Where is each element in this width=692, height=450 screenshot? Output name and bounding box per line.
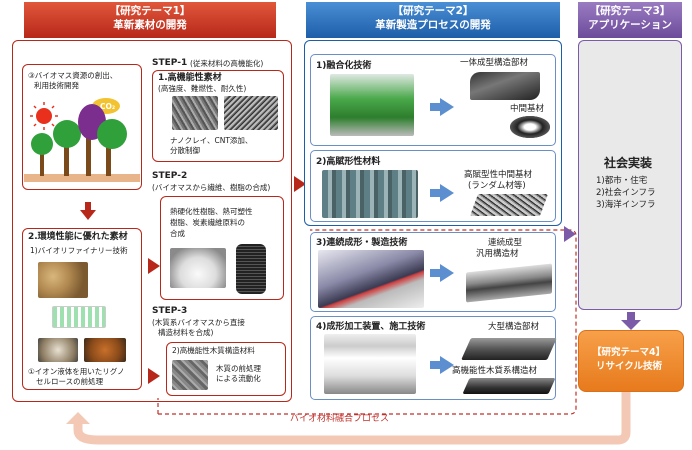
section-4-title: 4)成形加工装置、施工技術 xyxy=(316,322,426,332)
continuous-molding-photo xyxy=(318,250,424,308)
theme3-item-1: 1)都市・住宅 xyxy=(596,176,648,186)
env-note-line1: ①イオン液体を用いたリグノ xyxy=(28,367,125,376)
step1-title: STEP-1 xyxy=(152,58,188,68)
wood-material-photo xyxy=(172,360,208,390)
biomass-label-line2: 利用技術開発 xyxy=(34,81,79,90)
theme3-header-line1: 【研究テーマ3】 xyxy=(589,5,671,17)
large-structure-photo xyxy=(461,338,557,360)
right-arrow-2 xyxy=(148,368,160,384)
step2-subtitle: (バイオマスから繊維、樹脂の合成) xyxy=(152,183,271,192)
random-material-photo xyxy=(469,194,549,216)
theme4-header-line1: 【研究テーマ4】 xyxy=(592,347,666,358)
flask-array-photo xyxy=(52,306,106,328)
section-2-label-1: 高賦型性中間基材 xyxy=(464,170,533,180)
step3-note-line2: による流動化 xyxy=(216,374,261,383)
theme4-box xyxy=(578,330,684,392)
step1-item-desc: (高強度、難燃性、耐久性) xyxy=(158,84,247,93)
step2-desc-line3: 合成 xyxy=(170,229,185,238)
intermediate-material-photo xyxy=(510,116,550,138)
section-3-label-2: 汎用構造材 xyxy=(476,249,519,259)
step3-note-line1: 木質の前処理 xyxy=(216,364,261,373)
nanoclay-photo xyxy=(172,96,218,130)
section-2-arrow xyxy=(430,184,454,202)
step3-item-title: 2)高機能性木質構造材料 xyxy=(172,346,255,355)
biomass-label-line1: ③バイオマス資源の創出、 xyxy=(28,71,118,80)
section-2-title: 2)高賦形性材料 xyxy=(316,157,381,167)
theme1-header: 【研究テーマ1】 革新素材の開発 xyxy=(24,2,276,38)
injection-machine-photo xyxy=(330,74,414,136)
theme1-header-line2: 革新素材の開発 xyxy=(113,19,187,31)
theme4-header-line2: リサイクル技術 xyxy=(596,361,663,372)
section-4-label-1: 大型構造部材 xyxy=(488,322,540,332)
step3-title: STEP-3 xyxy=(152,306,188,316)
step2-title: STEP-2 xyxy=(152,171,188,181)
theme2-header-line1: 【研究テーマ2】 xyxy=(392,5,474,17)
step1-item-title: 1.高機能性素材 xyxy=(158,73,222,83)
lignocellulose-photo-1 xyxy=(38,338,78,362)
theme2-header-line2: 革新製造プロセスの開発 xyxy=(375,19,491,31)
step2-desc-line1: 熱硬化性樹脂、熱可塑性 xyxy=(170,207,253,216)
co2-label: CO₂ xyxy=(100,102,116,111)
section-3-label-1: 連続成型 xyxy=(488,238,523,248)
right-arrow-1 xyxy=(148,258,160,274)
sun-icon xyxy=(30,102,58,130)
down-arrow xyxy=(80,202,96,220)
process-label: バイオ材料融合プロセス xyxy=(290,414,390,424)
theme3-item-2: 2)社会インフラ xyxy=(596,188,656,198)
section-4-label-2: 高機能性木質系構造材 xyxy=(452,366,538,376)
env-title: 2.環境性能に優れた素材 xyxy=(28,232,128,242)
lignocellulose-photo-2 xyxy=(84,338,126,362)
section-3-arrow xyxy=(430,264,454,282)
integrated-part-photo xyxy=(470,72,540,100)
molding-equipment-photo xyxy=(324,334,416,394)
step3-subtitle-line1: (木質系バイオマスから直接 xyxy=(152,318,245,327)
section-4-arrow xyxy=(430,356,454,374)
wood-structure-photo xyxy=(462,378,556,394)
theme3-panel xyxy=(578,40,682,310)
step1-note-line1: ナノクレイ、CNT添加、 xyxy=(170,136,253,145)
theme3-item-3: 3)海洋インフラ xyxy=(596,200,656,210)
theme1-header-line1: 【研究テーマ1】 xyxy=(109,5,191,17)
step1-subtitle: (従来材料の高機能化) xyxy=(190,59,264,68)
section-1-label-2: 中間基材 xyxy=(510,104,545,114)
section-1-arrow xyxy=(430,98,454,116)
section-2-label-2: (ランダム材等) xyxy=(468,181,526,191)
theme3-header: 【研究テーマ3】 アプリケーション xyxy=(578,2,682,38)
env-sub: 1)バイオリファイナリー技術 xyxy=(30,246,128,255)
fiber-spool-photo xyxy=(236,244,266,294)
theme2-to-theme3-arrow xyxy=(564,226,576,242)
press-machine-photo xyxy=(322,170,418,218)
theme3-header-line2: アプリケーション xyxy=(588,19,672,31)
env-note-line2: セルロースの前処理 xyxy=(36,377,104,386)
forest-illustration xyxy=(24,98,140,182)
resin-powder-photo xyxy=(170,248,226,288)
section-1-title: 1)融合化技術 xyxy=(316,61,372,71)
section-1-label-1: 一体成型構造部材 xyxy=(460,58,529,68)
cnt-photo xyxy=(224,96,278,130)
step2-desc-line2: 樹脂、炭素繊維原料の xyxy=(170,218,245,227)
step3-subtitle-line2: 構造材料を合成) xyxy=(158,328,214,337)
theme3-title: 社会実装 xyxy=(604,156,653,170)
step1-note-line2: 分散制御 xyxy=(170,146,200,155)
theme1-to-theme2-arrow xyxy=(294,176,306,192)
section-3-title: 3)連続成形・製造技術 xyxy=(316,238,408,248)
woodchip-photo xyxy=(38,262,88,298)
theme2-header: 【研究テーマ2】 革新製造プロセスの開発 xyxy=(306,2,560,38)
